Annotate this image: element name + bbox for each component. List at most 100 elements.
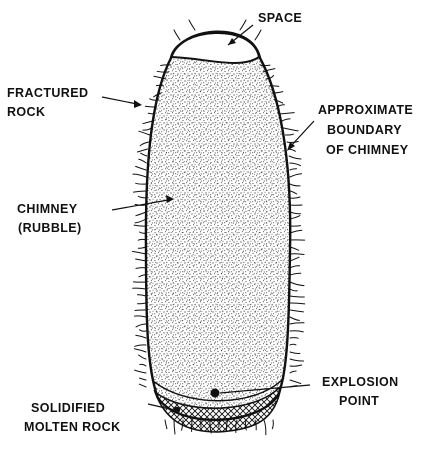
fracture-line (136, 212, 146, 216)
fracture-line (174, 420, 175, 434)
fracture-line (290, 359, 304, 361)
fracture-line (240, 20, 246, 30)
fracture-line (290, 289, 297, 291)
fracture-line (138, 196, 146, 198)
label-space: SPACE (258, 11, 302, 25)
fracture-line (135, 310, 146, 311)
fracture-line (290, 174, 302, 177)
fracture-line (290, 331, 303, 332)
fracture-line (290, 169, 297, 170)
fracture-line (264, 420, 266, 435)
fracture-line (269, 86, 279, 87)
fracture-line (136, 166, 146, 170)
label-chimney-line1: CHIMNEY (17, 202, 78, 216)
fracture-line (290, 344, 296, 345)
fracture-line (290, 323, 304, 324)
fracture-line (136, 324, 146, 327)
fracture-line (134, 191, 147, 192)
label-boundary-line2: BOUNDARY (327, 123, 402, 137)
fracture-line (135, 219, 146, 223)
fracture-line (143, 128, 151, 130)
fracture-line (139, 131, 150, 135)
label-explosion-line2: POINT (339, 394, 379, 408)
fracture-line (290, 317, 299, 320)
fracture-line (290, 191, 297, 194)
fracture-line (290, 296, 304, 297)
label-fractured-rock-line2: ROCK (7, 105, 45, 119)
fracture-line (219, 420, 220, 427)
fracture-line (290, 273, 301, 275)
rubble-fill (140, 20, 300, 440)
fracture-line (260, 65, 270, 66)
label-chimney-line2: (RUBBLE) (18, 221, 82, 235)
fracture-line (138, 303, 147, 304)
fracture-line (289, 156, 301, 159)
fracture-line (290, 371, 296, 373)
fracture-line (139, 159, 147, 163)
fracture-line (290, 380, 301, 384)
fracture-line (290, 310, 303, 312)
fracture-line (139, 355, 147, 359)
fracture-line (140, 142, 148, 146)
explosion-point-dot (211, 389, 220, 398)
fracture-line (290, 365, 302, 366)
fracture-line (139, 384, 146, 387)
fracture-line (133, 174, 146, 177)
fracture-line (282, 119, 290, 121)
fracture-line (290, 266, 300, 268)
fracture-line (141, 153, 147, 156)
fracture-line (138, 295, 147, 296)
fracture-line (290, 352, 300, 353)
fracture-line (134, 225, 146, 226)
secondary-point-dot (174, 407, 180, 413)
fracture-line (290, 254, 304, 255)
fracture-line (284, 128, 298, 131)
fracture-line (287, 142, 298, 143)
fracture-line (290, 216, 300, 219)
fracture-line (140, 330, 147, 331)
fracture-line (135, 316, 147, 317)
fracture-line (135, 345, 146, 346)
label-molten-line2: MOLTEN ROCK (24, 420, 121, 434)
fracture-line (290, 282, 304, 286)
fracture-line (286, 134, 294, 135)
fracture-line (133, 288, 146, 289)
fracture-line (290, 184, 300, 186)
fracture-line (165, 420, 167, 429)
label-boundary-line1: APPROXIMATE (318, 103, 413, 117)
fracture-line (272, 420, 273, 429)
fracture-line (136, 183, 146, 184)
fracture-line (136, 268, 146, 269)
fracture-line (138, 239, 146, 240)
fracture-line (134, 349, 146, 352)
fracture-line (255, 30, 261, 40)
fracture-line (290, 163, 301, 166)
fracture-line (140, 364, 146, 366)
fracture-line (137, 149, 147, 152)
leader-fractured-rock (102, 97, 137, 104)
fracture-line (135, 370, 146, 373)
label-boundary-line3: OF CHIMNEY (326, 143, 409, 157)
fracture-line (290, 212, 301, 214)
fracture-line (136, 335, 146, 338)
fracture-line (290, 226, 301, 227)
fracture-line (189, 20, 195, 30)
fracture-line (133, 251, 147, 254)
arrowhead-fractured-rock (134, 100, 142, 108)
fracture-line (290, 247, 299, 250)
fracture-line (280, 113, 295, 114)
fracture-line (290, 197, 300, 198)
fracture-line (174, 30, 180, 40)
fracture-line (290, 303, 305, 304)
fracture-line (290, 257, 299, 261)
fracture-line (290, 338, 298, 339)
fracture-line (136, 259, 146, 261)
label-explosion-line1: EXPLOSION (322, 375, 399, 389)
fracture-line (290, 230, 302, 233)
label-molten-line1: SOLIDIFIED (31, 401, 105, 415)
label-fractured-rock-line1: FRACTURED (7, 86, 88, 100)
fracture-line (143, 121, 153, 124)
fracture-line (140, 378, 147, 380)
